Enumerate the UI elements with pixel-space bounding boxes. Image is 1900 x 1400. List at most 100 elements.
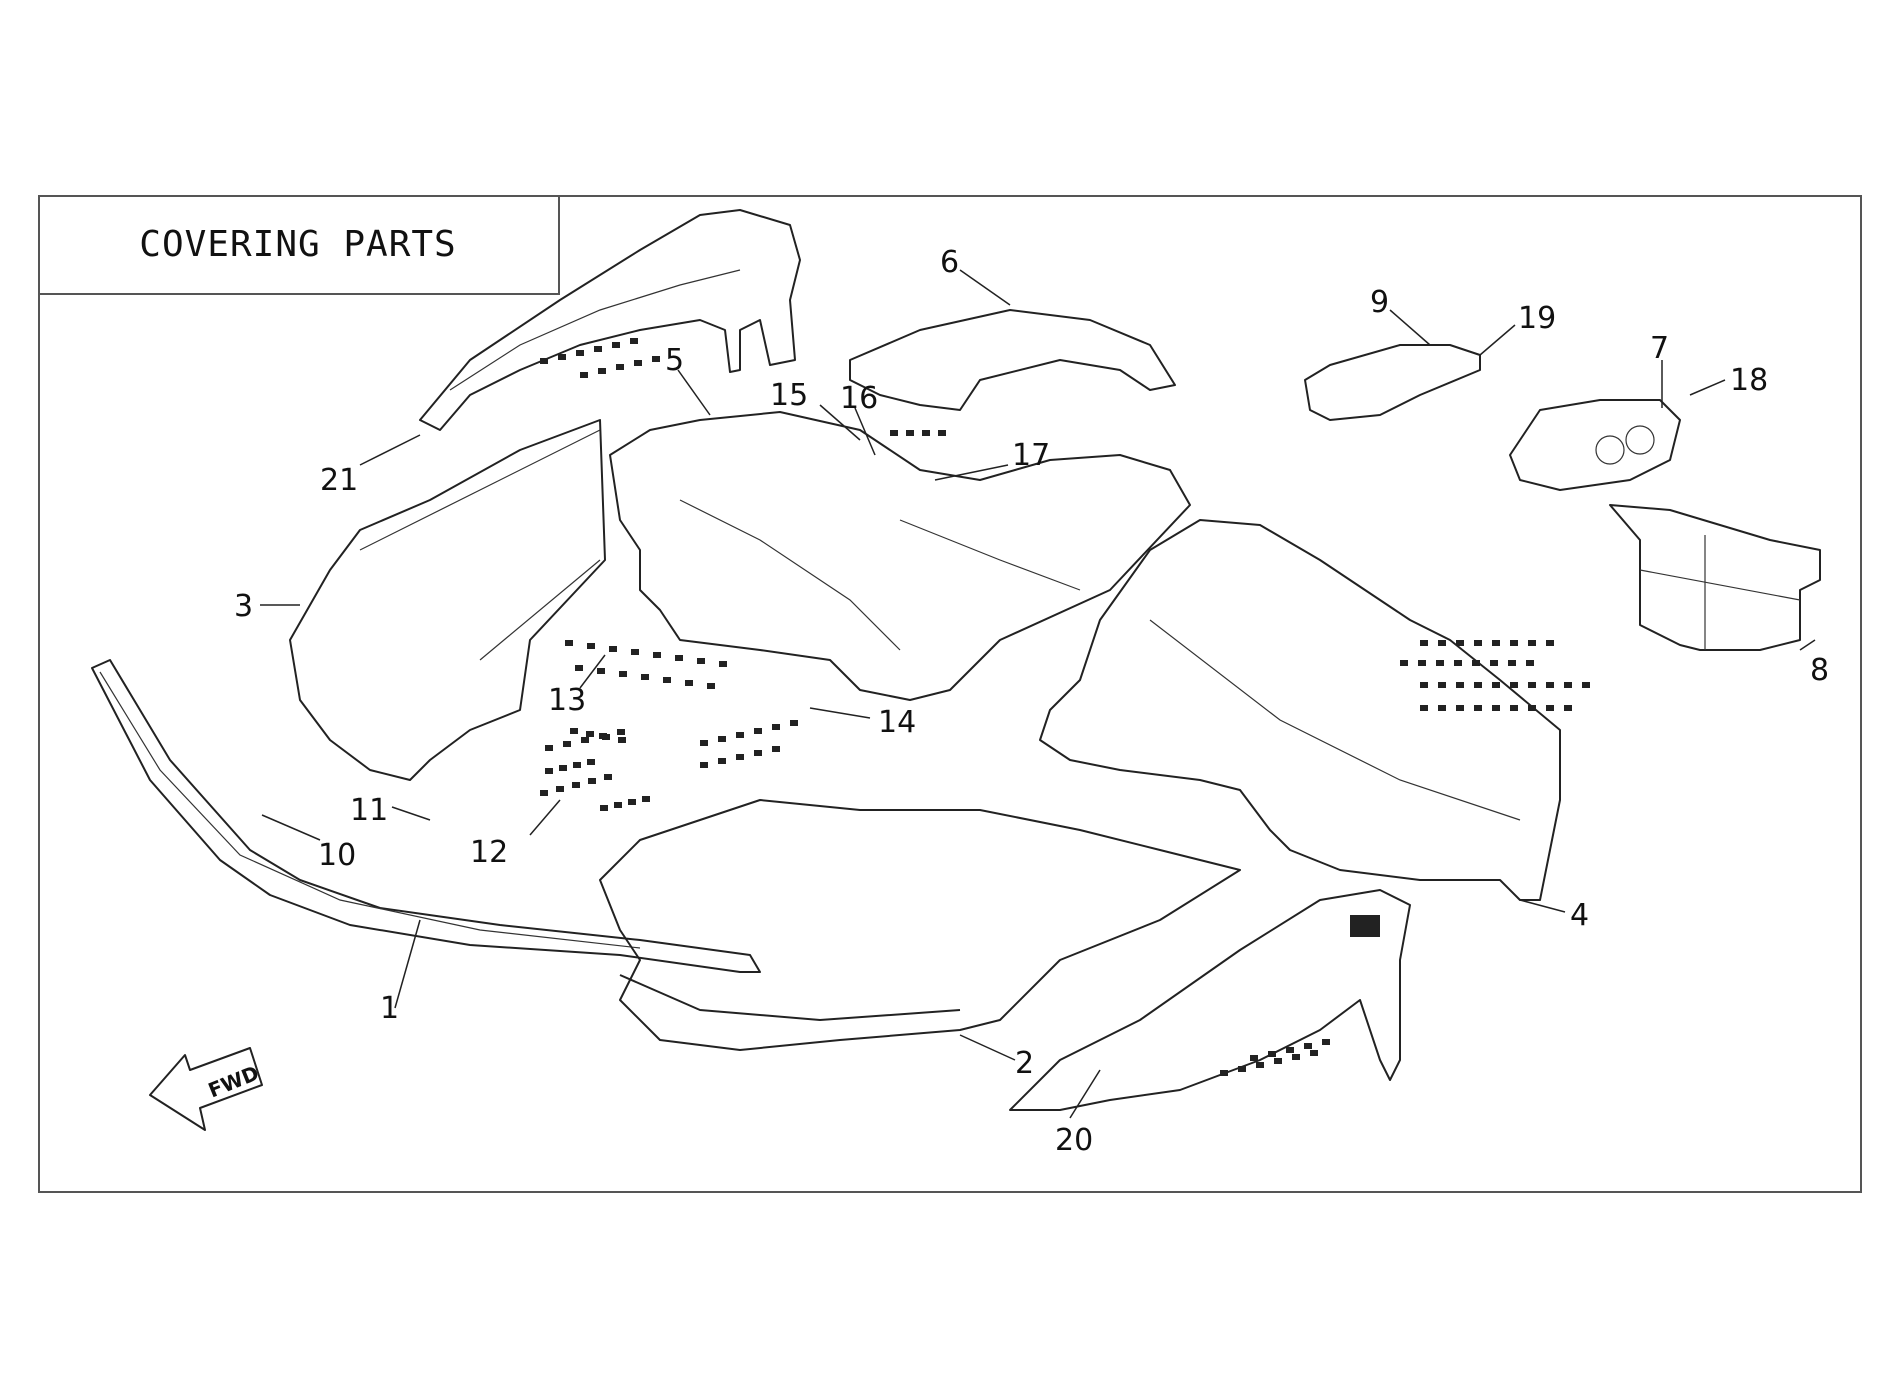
callout-18: 18 (1730, 363, 1768, 398)
fastener-icon (587, 643, 595, 649)
fastener-icon (718, 736, 726, 742)
part-9-instrument-housing (1304, 344, 1481, 421)
fastener-icon (906, 430, 914, 436)
fastener-icon (545, 745, 553, 751)
callout-21: 21 (320, 463, 358, 498)
fastener-icon (565, 640, 573, 646)
part-7-headlight-housing (1509, 399, 1681, 491)
callout-13: 13 (548, 683, 586, 718)
part-5-center-dash-cover (609, 411, 1191, 701)
fastener-icon (1400, 660, 1408, 666)
fastener-icon (1582, 682, 1590, 688)
fastener-icon (572, 782, 580, 788)
fastener-icon (1492, 640, 1500, 646)
fastener-icon (772, 724, 780, 730)
fastener-icon (576, 350, 584, 356)
fastener-icon (718, 758, 726, 764)
fastener-icon (597, 668, 605, 674)
fastener-icon (1250, 1055, 1258, 1061)
fastener-icon (581, 737, 589, 743)
fastener-icon (1322, 1039, 1330, 1045)
fastener-icon (754, 728, 762, 734)
part-8-storage-box (1609, 504, 1821, 651)
fastener-icon (675, 655, 683, 661)
fastener-icon (641, 674, 649, 680)
fasteners-cluster (540, 338, 1590, 1076)
callout-labels: 1 2 3 4 5 6 7 8 9 10 11 12 13 14 15 16 1… (234, 245, 1829, 1158)
fastener-icon (1420, 705, 1428, 711)
callout-5: 5 (665, 343, 684, 378)
callout-4: 4 (1570, 898, 1589, 933)
fastener-icon (652, 356, 660, 362)
fastener-icon (1490, 660, 1498, 666)
fastener-icon (1454, 660, 1462, 666)
fastener-icon (1510, 640, 1518, 646)
fastener-icon (545, 768, 553, 774)
part-21-rear-left-fender (419, 209, 801, 431)
fastener-icon (1528, 682, 1536, 688)
callout-3: 3 (234, 589, 253, 624)
callout-14: 14 (878, 705, 916, 740)
callout-6: 6 (940, 245, 959, 280)
fastener-icon (1472, 660, 1480, 666)
fastener-icon (1546, 682, 1554, 688)
fastener-icon (619, 671, 627, 677)
title-box: COVERING PARTS (38, 195, 560, 295)
fastener-icon (938, 430, 946, 436)
fastener-icon (628, 799, 636, 805)
fastener-icon (1420, 640, 1428, 646)
callout-17: 17 (1012, 438, 1050, 473)
part-3-left-side-panel (289, 419, 606, 781)
part-1-front-bumper (91, 659, 761, 973)
fastener-icon (580, 372, 588, 378)
fastener-icon (1546, 705, 1554, 711)
fastener-icon (1528, 640, 1536, 646)
fastener-icon (736, 754, 744, 760)
fastener-icon (594, 346, 602, 352)
fastener-icon (1546, 640, 1554, 646)
fastener-icon (540, 358, 548, 364)
fastener-icon (1286, 1047, 1294, 1053)
fastener-icon (612, 342, 620, 348)
callout-20: 20 (1055, 1123, 1093, 1158)
fastener-icon (890, 430, 898, 436)
fastener-icon (1438, 640, 1446, 646)
callout-9: 9 (1370, 285, 1389, 320)
fastener-icon (558, 354, 566, 360)
fastener-icon (790, 720, 798, 726)
fastener-icon (586, 731, 594, 737)
fastener-icon (570, 728, 578, 734)
fastener-icon (588, 778, 596, 784)
fastener-icon (598, 368, 606, 374)
fastener-icon (556, 786, 564, 792)
callout-1: 1 (380, 991, 399, 1026)
part-20-right-rear-fender (1009, 889, 1411, 1111)
fastener-icon (1304, 1043, 1312, 1049)
fastener-icon (642, 796, 650, 802)
fastener-icon (1564, 682, 1572, 688)
fastener-icon (685, 680, 693, 686)
fastener-icon (1564, 705, 1572, 711)
diagram-title: COVERING PARTS (139, 223, 457, 265)
fastener-icon (599, 733, 607, 739)
fastener-icon (1292, 1054, 1300, 1060)
fastener-icon (1420, 682, 1428, 688)
fastener-icon (1438, 682, 1446, 688)
fastener-icon (1436, 660, 1444, 666)
fastener-icon (736, 732, 744, 738)
callout-2: 2 (1015, 1046, 1034, 1081)
fastener-icon (630, 338, 638, 344)
fastener-icon (754, 750, 762, 756)
fastener-icon (1510, 682, 1518, 688)
fastener-icon (634, 360, 642, 366)
part-6-top-panel (849, 309, 1176, 411)
callout-19: 19 (1518, 301, 1556, 336)
fastener-icon (1474, 640, 1482, 646)
fastener-icon (563, 741, 571, 747)
fastener-icon (1256, 1062, 1264, 1068)
fastener-icon (1492, 682, 1500, 688)
fastener-icon (772, 746, 780, 752)
fastener-icon (700, 740, 708, 746)
fastener-icon (1526, 660, 1534, 666)
